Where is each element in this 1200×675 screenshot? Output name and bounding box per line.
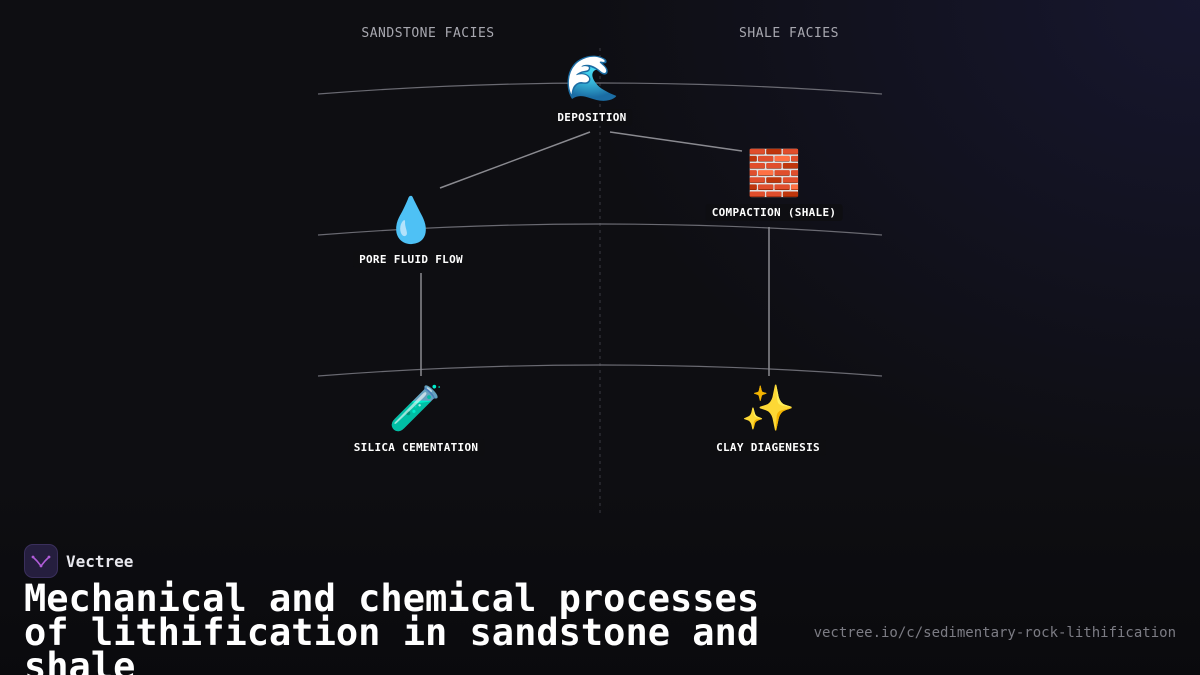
brand: Vectree: [24, 544, 133, 578]
layer-arc-3: [317, 364, 883, 377]
node-pore-fluid-flow: 💧 PORE FLUID FLOW: [353, 196, 469, 268]
node-label: PORE FLUID FLOW: [353, 251, 469, 268]
column-label-shale: SHALE FACIES: [739, 26, 839, 41]
node-compaction-shale: 🧱 COMPACTION (SHALE): [705, 148, 843, 221]
brick-icon: 🧱: [746, 148, 802, 199]
edge-deposition-compaction: [609, 131, 743, 152]
node-silica-cementation: 🧪 SILICA CEMENTATION: [347, 383, 485, 456]
vectree-logo-icon: [24, 544, 58, 578]
logo-mark: [31, 555, 51, 568]
wave-icon: 🌊: [564, 53, 620, 104]
node-label: CLAY DIAGENESIS: [710, 439, 826, 456]
node-label: DEPOSITION: [551, 109, 633, 126]
edge-deposition-pore-fluid-flow: [439, 131, 591, 189]
node-deposition: 🌊 DEPOSITION: [551, 53, 633, 126]
layer-arc-2: [317, 223, 883, 236]
node-label: SILICA CEMENTATION: [347, 439, 485, 456]
test-tube-icon: 🧪: [388, 383, 444, 434]
source-url: vectree.io/c/sedimentary-rock-lithificat…: [813, 625, 1176, 641]
page-title: Mechanical and chemical processes of lit…: [24, 577, 760, 675]
node-clay-diagenesis: ✨ CLAY DIAGENESIS: [710, 384, 826, 456]
sparkles-icon: ✨: [740, 383, 796, 434]
layer-arc-1: [317, 82, 883, 95]
column-label-sandstone: SANDSTONE FACIES: [361, 26, 495, 41]
droplet-icon: 💧: [383, 195, 439, 246]
node-label: COMPACTION (SHALE): [705, 204, 843, 221]
brand-name: Vectree: [66, 551, 134, 571]
